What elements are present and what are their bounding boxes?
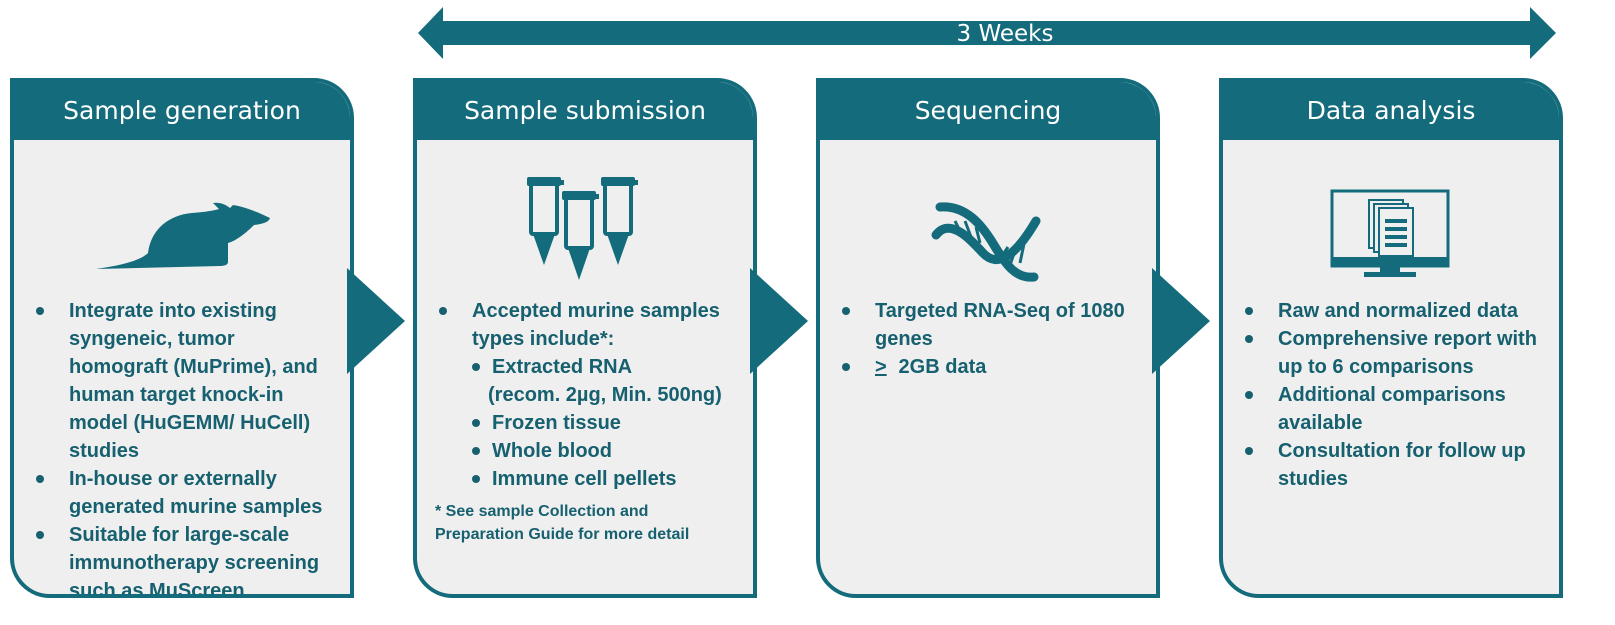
list-item: Consultation for follow up studies — [1245, 437, 1545, 493]
computer-report-icon — [1223, 177, 1559, 307]
step-sample-generation: Sample generation Integrate into existin… — [10, 78, 354, 598]
step-title: Sample submission — [417, 82, 753, 140]
step-sequencing: Sequencing Targeted RNA-Seq of 1080 gene… — [816, 78, 1160, 598]
step-bullets: Targeted RNA-Seq of 1080 genes > 2GB dat… — [842, 297, 1142, 381]
step-bullets: Accepted murine samples types include*: … — [439, 297, 739, 493]
list-item: Raw and normalized data — [1245, 297, 1545, 325]
footnote: * See sample Collection and Preparation … — [435, 503, 690, 543]
list-item: Frozen tissue — [472, 409, 739, 437]
list-item: Comprehensive report with up to 6 compar… — [1245, 325, 1545, 381]
greater-equal-symbol: > — [875, 356, 887, 378]
list-item: In-house or externally generated murine … — [36, 465, 336, 521]
mouse-icon — [14, 177, 350, 307]
step-sample-submission: Sample submission Accepted murine — [413, 78, 757, 598]
list-item: Additional comparisons available — [1245, 381, 1545, 437]
list-item: Accepted murine samples types include*: … — [439, 297, 739, 493]
step-data-analysis: Data analysis Raw and normalized data Co… — [1219, 78, 1563, 598]
step-title: Data analysis — [1223, 82, 1559, 140]
rna-amount-detail: (recom. 2µg, Min. 500ng) — [488, 384, 722, 406]
list-item: Integrate into existing syngeneic, tumor… — [36, 297, 336, 465]
step-bullets: Integrate into existing syngeneic, tumor… — [36, 297, 336, 594]
sample-tubes-icon — [417, 177, 753, 307]
sample-types-intro: Accepted murine samples types include*: — [472, 300, 720, 350]
data-size-text: 2GB data — [893, 356, 987, 378]
list-item: Extracted RNA (recom. 2µg, Min. 500ng) — [472, 353, 739, 409]
list-item: Suitable for large-scale immunotherapy s… — [36, 521, 336, 594]
chevron-right-icon — [750, 268, 808, 374]
chevron-right-icon — [347, 268, 405, 374]
list-item: Immune cell pellets — [472, 465, 739, 493]
list-item: Targeted RNA-Seq of 1080 genes — [842, 297, 1142, 353]
step-bullets: Raw and normalized data Comprehensive re… — [1245, 297, 1545, 493]
step-title: Sequencing — [820, 82, 1156, 140]
sample-type-label: Extracted RNA — [492, 356, 633, 378]
chevron-right-icon — [1152, 268, 1210, 374]
dna-icon — [820, 177, 1156, 307]
list-item: > 2GB data — [842, 353, 1142, 381]
sample-type-list: Extracted RNA (recom. 2µg, Min. 500ng) F… — [472, 353, 739, 493]
list-item: Whole blood — [472, 437, 739, 465]
step-title: Sample generation — [14, 82, 350, 140]
duration-label: 3 Weeks — [956, 21, 1054, 47]
